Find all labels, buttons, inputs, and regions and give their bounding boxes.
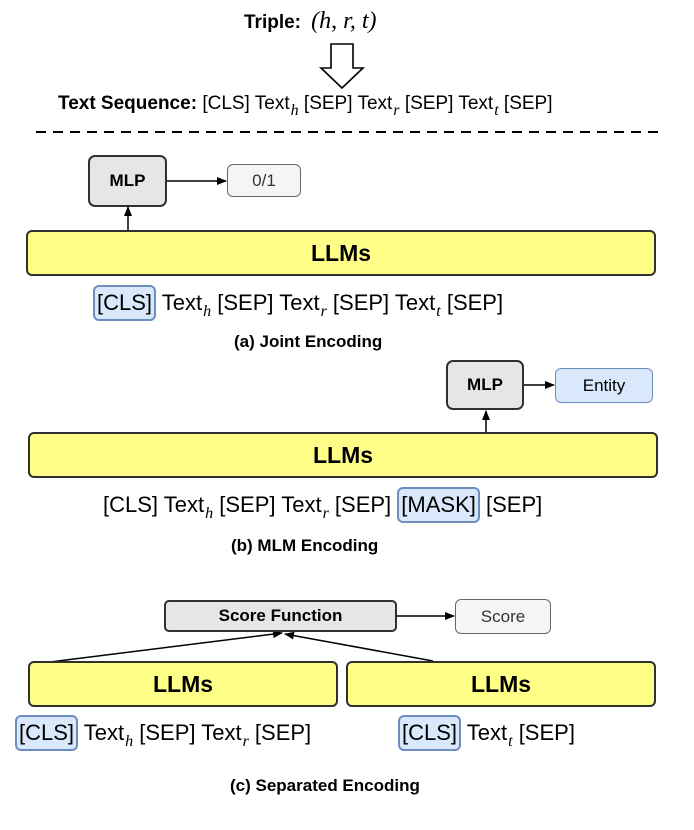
token-sequence-a: [CLS] Texth [SEP] Textr [SEP] Textt [SEP… [93, 285, 503, 321]
token-sep: [SEP] [139, 720, 196, 745]
token-sequence-c-right: [CLS] Textt [SEP] [398, 715, 575, 751]
token-sep: [SEP] [503, 93, 553, 114]
token-text-t: Textt [458, 93, 499, 119]
token-cls-highlighted: [CLS] [15, 715, 79, 751]
token-text-t: Textt [394, 290, 441, 320]
llm-box-right: LLMs [346, 661, 656, 707]
token-cls: [CLS] [103, 492, 159, 517]
score-function-box: Score Function [164, 600, 397, 632]
token-sep: [SEP] [446, 290, 504, 315]
token-text-t: Textt [466, 720, 513, 750]
token-text-h: Texth [83, 720, 134, 750]
llm-box-left: LLMs [28, 661, 338, 707]
mlp-box-a: MLP [88, 155, 167, 207]
caption-b: (b) MLM Encoding [231, 536, 379, 555]
token-text-r: Textr [357, 93, 400, 119]
output-box-b: Entity [555, 368, 653, 403]
token-text-r: Textr [279, 290, 327, 320]
triple-line: Triple: (h, r, t) [244, 8, 376, 35]
token-sep: [SEP] [217, 290, 274, 315]
text-sequence-line: Text Sequence: [CLS] Texth [SEP] Textr [… [58, 93, 553, 119]
token-sep: [SEP] [334, 492, 392, 517]
token-cls-highlighted: [CLS] [93, 285, 157, 321]
token-cls: [CLS] [202, 93, 250, 114]
token-sep: [SEP] [332, 290, 390, 315]
caption-c: (c) Separated Encoding [230, 776, 420, 795]
token-text-h: Texth [161, 290, 212, 320]
arrow-right-llm-to-score [284, 631, 434, 662]
text-sequence-label: Text Sequence: [58, 93, 198, 114]
output-box-c: Score [455, 599, 551, 634]
hollow-down-arrow [319, 43, 365, 90]
token-cls-highlighted: [CLS] [398, 715, 462, 751]
arrow-left-llm-to-score [49, 630, 283, 663]
token-sequence-b: [CLS] Texth [SEP] Textr [SEP] [MASK] [SE… [103, 487, 542, 523]
output-box-a: 0/1 [227, 164, 301, 197]
token-text-h: Texth [163, 492, 214, 522]
llm-box-b: LLMs [28, 432, 658, 478]
token-sep: [SEP] [518, 720, 575, 745]
token-sep: [SEP] [486, 492, 543, 517]
llm-box-a: LLMs [26, 230, 656, 276]
token-text-h: Texth [254, 93, 299, 119]
token-text-r: Textr [201, 720, 249, 750]
token-sep: [SEP] [303, 93, 353, 114]
token-mask-highlighted: [MASK] [397, 487, 480, 523]
caption-a: (a) Joint Encoding [234, 332, 383, 351]
mlp-box-b: MLP [446, 360, 524, 410]
token-text-r: Textr [281, 492, 329, 522]
triple-value: (h, r, t) [311, 8, 377, 34]
token-sep: [SEP] [254, 720, 312, 745]
triple-label: Triple: [244, 12, 302, 33]
token-sequence-c-left: [CLS] Texth [SEP] Textr [SEP] [15, 715, 311, 751]
token-sep: [SEP] [404, 93, 454, 114]
token-sep: [SEP] [219, 492, 276, 517]
